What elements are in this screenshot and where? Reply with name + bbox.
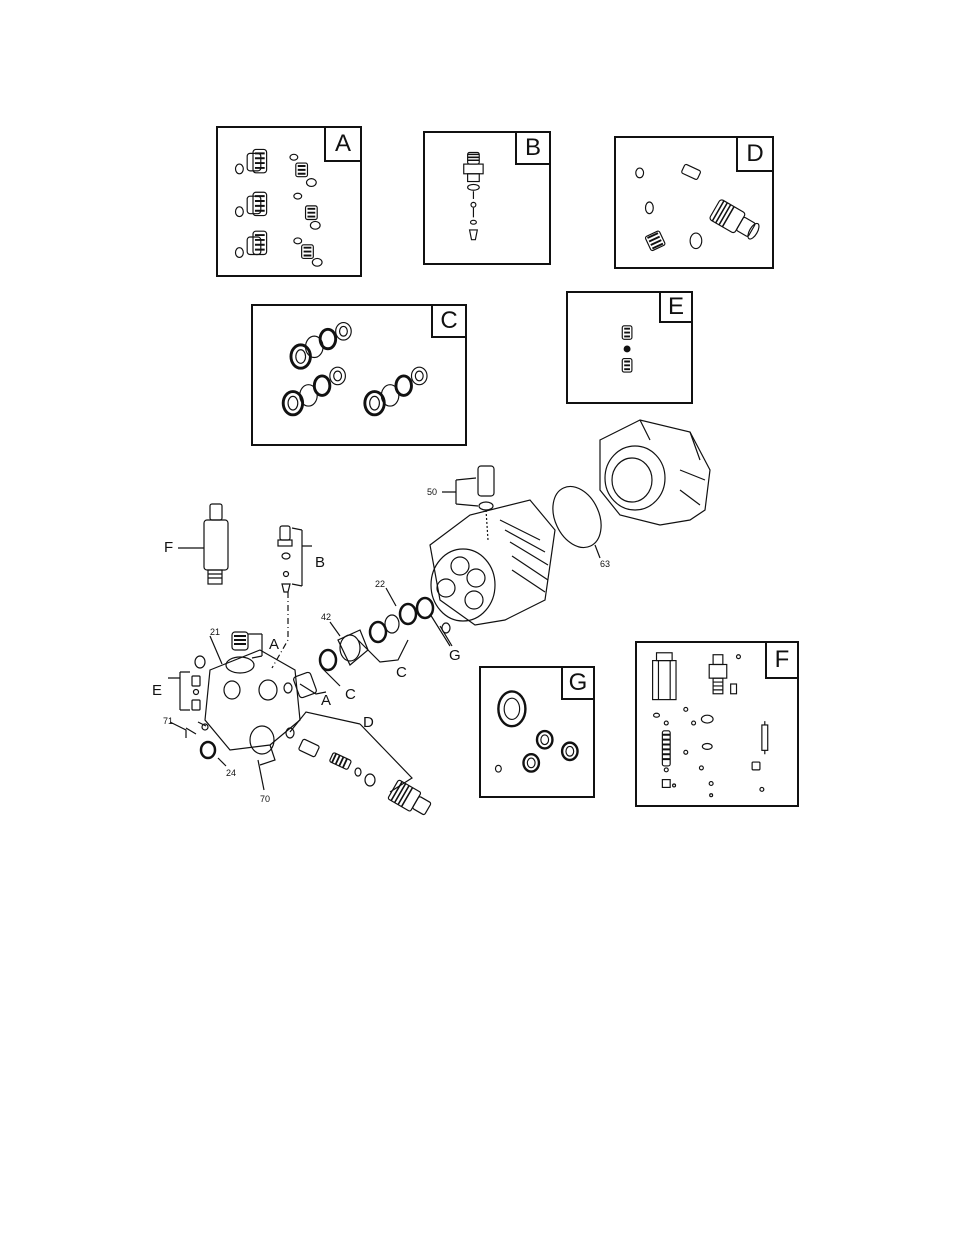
unloader-f — [204, 520, 228, 570]
callout-a-upper: A — [269, 636, 279, 653]
callout-c-right: C — [396, 664, 407, 681]
callout-50: 50 — [427, 487, 437, 497]
callout-c-left: C — [345, 686, 356, 703]
callout-70: 70 — [260, 794, 270, 804]
callout-d: D — [363, 714, 374, 731]
o-ring-21 — [195, 656, 205, 668]
callout-e: E — [152, 682, 162, 699]
cap-24 — [201, 742, 215, 758]
callout-63: 63 — [600, 559, 610, 569]
fitting-50 — [478, 466, 494, 496]
callout-f: F — [164, 539, 173, 556]
callout-71: 71 — [163, 716, 173, 726]
callout-b: B — [315, 554, 325, 571]
seal-22 — [400, 604, 416, 624]
manifold-body — [205, 650, 300, 765]
pump-head — [430, 500, 555, 625]
callout-a-lower: A — [321, 692, 331, 709]
motor-flange-housing — [600, 420, 710, 525]
callout-g: G — [449, 647, 461, 664]
callout-42: 42 — [321, 612, 331, 622]
callout-22: 22 — [375, 579, 385, 589]
callout-24: 24 — [226, 768, 236, 778]
callout-21: 21 — [210, 627, 220, 637]
